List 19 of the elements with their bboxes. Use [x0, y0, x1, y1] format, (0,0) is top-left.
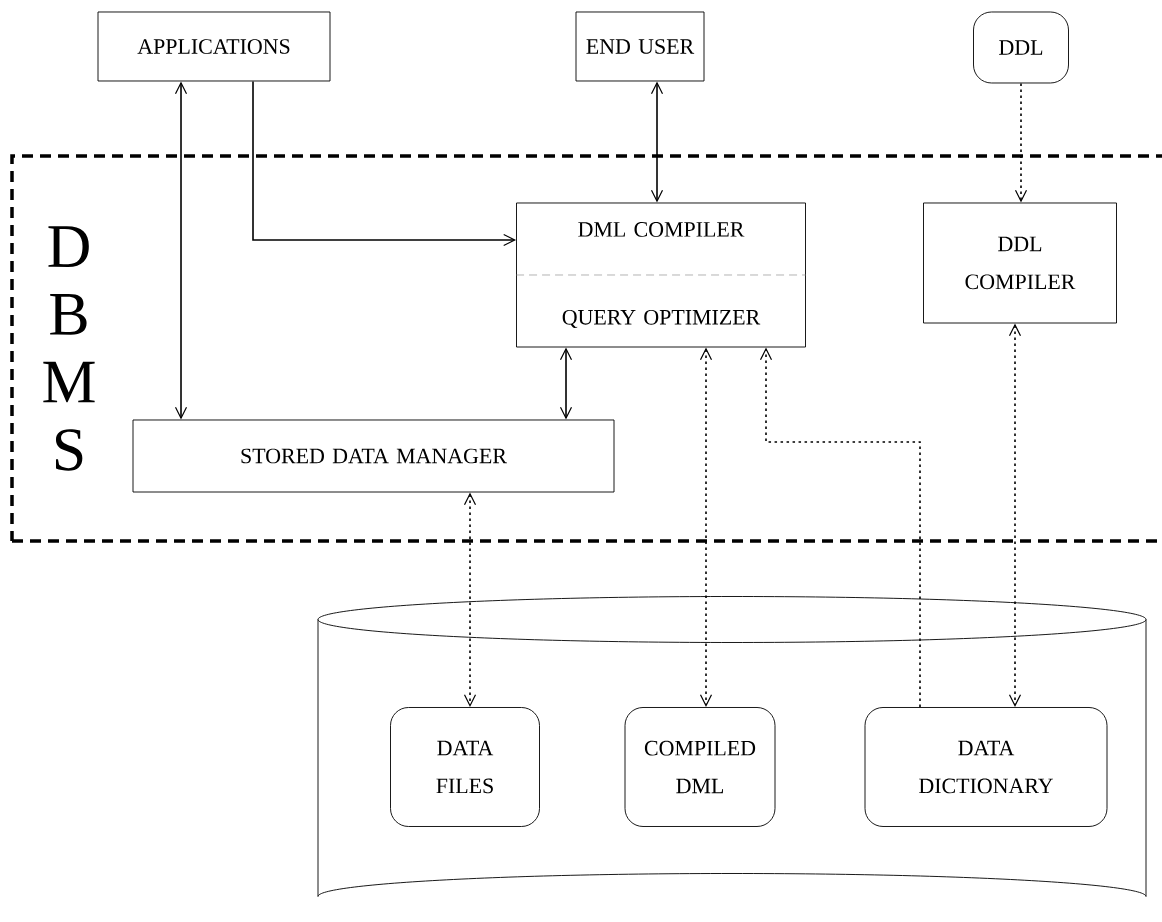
- rounded-box: DATA DICTIONARY: [864, 707, 1108, 827]
- rounded-box: DATA FILES: [390, 707, 540, 827]
- arrow: [1014, 82, 1028, 203]
- arrow: [699, 347, 713, 708]
- arrow: [174, 81, 188, 420]
- arrow: [463, 492, 477, 708]
- process-box: STORED DATA MANAGER: [132, 419, 615, 493]
- process-box: END USER: [575, 11, 705, 82]
- process-box: APPLICATIONS: [97, 11, 331, 82]
- arrow: [759, 347, 921, 708]
- rounded-box: COMPILED DML: [624, 707, 776, 827]
- arrow: [252, 80, 517, 247]
- process-box: DDL COMPILER: [923, 202, 1117, 324]
- compiler-box: DML COMPILER QUERY OPTIMIZER: [515, 202, 807, 348]
- arrow: [1008, 323, 1022, 708]
- rounded-box: DDL: [973, 11, 1069, 84]
- arrow: [559, 347, 573, 420]
- database-cylinder: [317, 596, 1147, 897]
- arrow: [650, 81, 664, 203]
